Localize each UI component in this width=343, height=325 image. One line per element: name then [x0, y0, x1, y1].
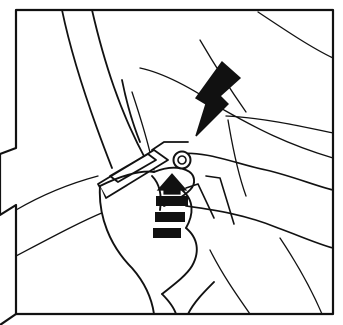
seat-belt-icon [62, 10, 146, 168]
release-button-icon [174, 152, 191, 169]
buckle-body [176, 153, 333, 248]
lightning-arrow-icon [196, 62, 240, 136]
